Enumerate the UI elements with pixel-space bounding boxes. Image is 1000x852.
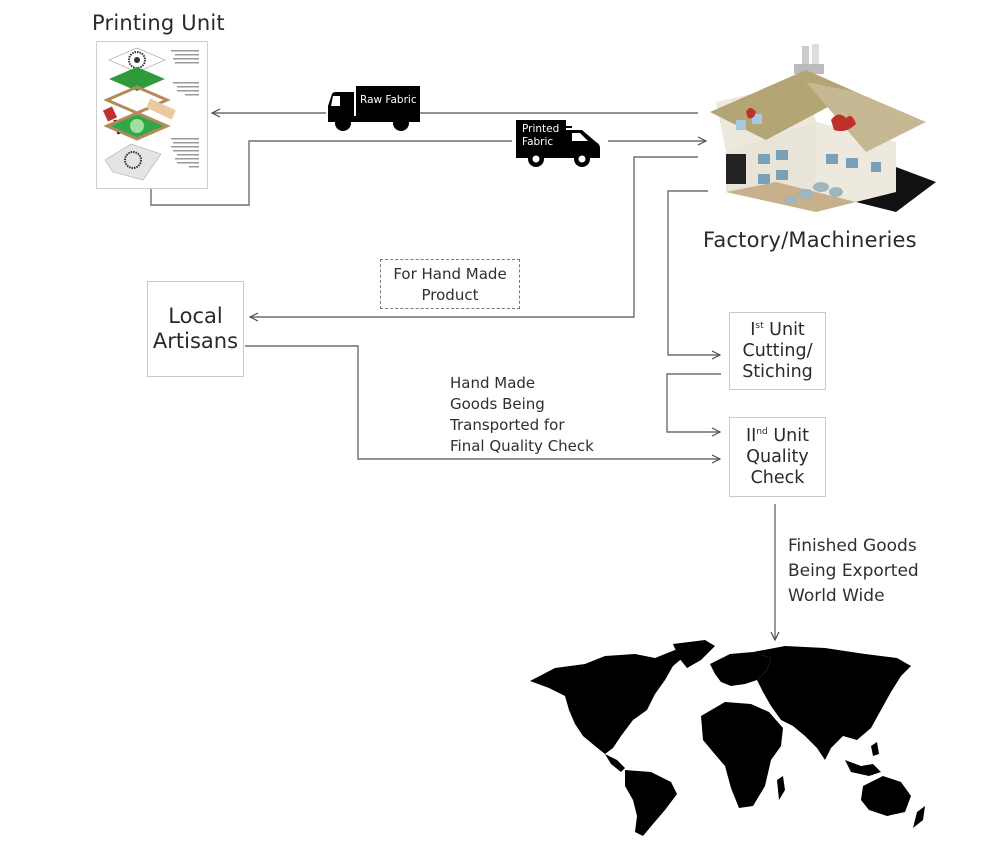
screen-printing-illustration bbox=[102, 47, 199, 181]
printing-unit-title: Printing Unit bbox=[92, 11, 225, 35]
factory-to-unit1-line bbox=[667, 190, 720, 355]
hand-made-goods-note: Hand Made Goods Being Transported for Fi… bbox=[450, 374, 594, 455]
delivery-van-icon bbox=[516, 120, 600, 167]
factory-image bbox=[706, 42, 942, 226]
unit1-to-unit2-line bbox=[666, 373, 721, 432]
factory-title: Factory/Machineries bbox=[703, 228, 917, 252]
printed-fabric-truck: Printed Fabric bbox=[516, 118, 602, 174]
world-map bbox=[525, 636, 945, 840]
unit2-quality-check-box: IInd Unit Quality Check bbox=[729, 417, 826, 497]
finished-goods-note: Finished Goods Being Exported World Wide bbox=[788, 536, 919, 606]
unit1-heading: Ist Unit bbox=[750, 319, 805, 340]
factory-building-icon bbox=[710, 44, 936, 212]
artisans-to-unit2-line bbox=[245, 345, 720, 459]
truck-icon bbox=[328, 86, 420, 131]
world-map-icon bbox=[530, 640, 925, 836]
unit2-heading: IInd Unit bbox=[746, 425, 809, 446]
printing-unit-image bbox=[96, 41, 208, 189]
unit1-cutting-stiching-box: Ist Unit Cutting/ Stiching bbox=[729, 312, 826, 390]
printed-fabric-line bbox=[150, 140, 512, 206]
printed-fabric-label: Printed Fabric bbox=[522, 123, 560, 148]
factory-to-artisans-line bbox=[250, 156, 698, 317]
hand-made-product-note: For Hand Made Product bbox=[380, 259, 520, 309]
local-artisans-box: Local Artisans bbox=[147, 281, 244, 377]
raw-fabric-label: Raw Fabric bbox=[360, 94, 417, 106]
raw-fabric-truck: Raw Fabric bbox=[326, 86, 422, 136]
